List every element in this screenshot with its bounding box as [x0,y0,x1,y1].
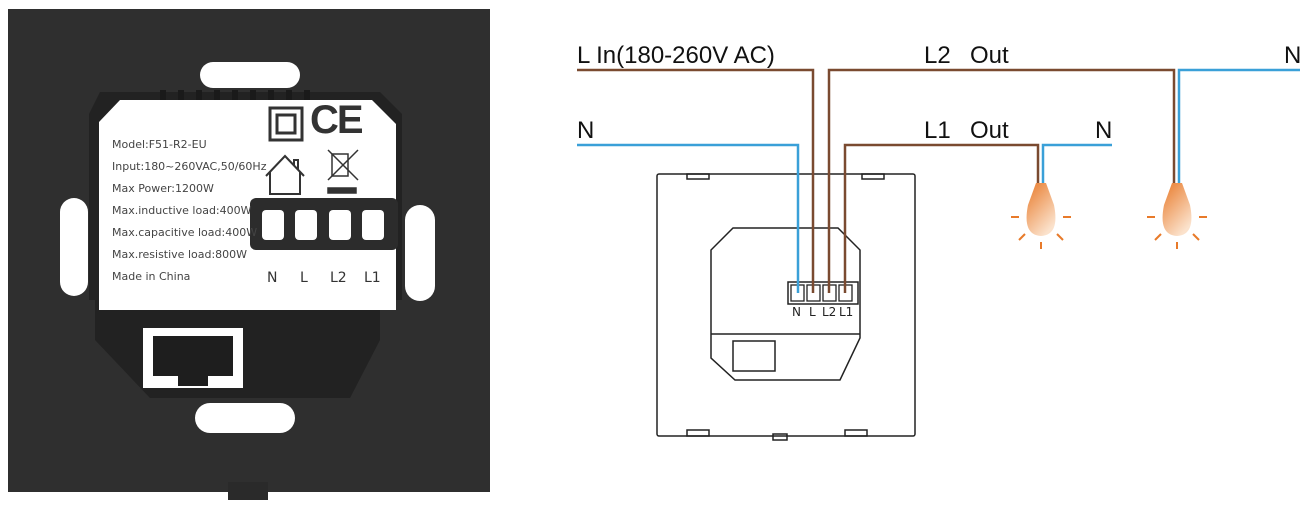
label-l2-out: Out [970,42,1009,69]
diagram-terminal-l: L [809,305,816,319]
terminal-block [250,198,398,250]
spec-line-resistive: Max.resistive load:800W [112,248,248,261]
wire-l2-out [827,68,1176,293]
photo-terminal-l1: L1 [364,270,381,286]
photo-terminal-n: N [267,270,278,286]
weee-bin-icon [327,149,359,194]
photo-terminal-l2: L2 [330,270,347,286]
diagram-terminal-n: N [792,305,801,319]
label-n-l2: N [1284,42,1302,69]
mounting-slots [60,62,435,433]
photo-terminal-l: L [300,270,308,286]
wire-l1-out [843,143,1040,293]
bottom-tab [228,482,268,500]
terminal-block [787,281,859,305]
bulb-l1 [1011,183,1071,249]
spec-label [99,100,396,310]
wire-n-l2 [1177,68,1300,185]
rj45-port [143,328,243,388]
label-l2: L2 [924,42,951,69]
spec-line-capacitive: Max.capacitive load:400W [112,226,258,239]
product-back-photo: CE Model:F51-R2-EU Input:180~260VAC,50/6… [0,0,500,506]
label-l1: L1 [924,117,951,144]
diagram-terminal-l2: L2 [822,305,837,319]
spec-line-inductive: Max.inductive load:400W [112,204,252,217]
label-l1-out: Out [970,117,1009,144]
spec-line-max-power: Max Power:1200W [112,182,214,195]
vent-slots [160,90,310,100]
terminal-slots [790,284,853,302]
bulb-l2 [1147,183,1207,249]
terminal-slots [262,210,384,240]
label-n-in: N [577,117,595,144]
label-l-in: L In(180-260V AC) [577,42,775,69]
class-ii-icon [268,106,304,142]
indoor-use-icon [265,154,305,195]
device-outline [656,173,916,441]
wire-n-in [577,143,800,293]
diagram-terminal-l1: L1 [839,305,854,319]
spec-line-origin: Made in China [112,270,191,283]
ce-mark: CE [310,98,364,142]
label-n-l1: N [1095,117,1113,144]
device-back-illustration [8,9,490,500]
spec-line-input: Input:180~260VAC,50/60Hz [112,160,267,173]
spec-line-model: Model:F51-R2-EU [112,138,207,151]
wire-l-in [577,68,815,293]
wire-n-l1 [1041,143,1112,185]
